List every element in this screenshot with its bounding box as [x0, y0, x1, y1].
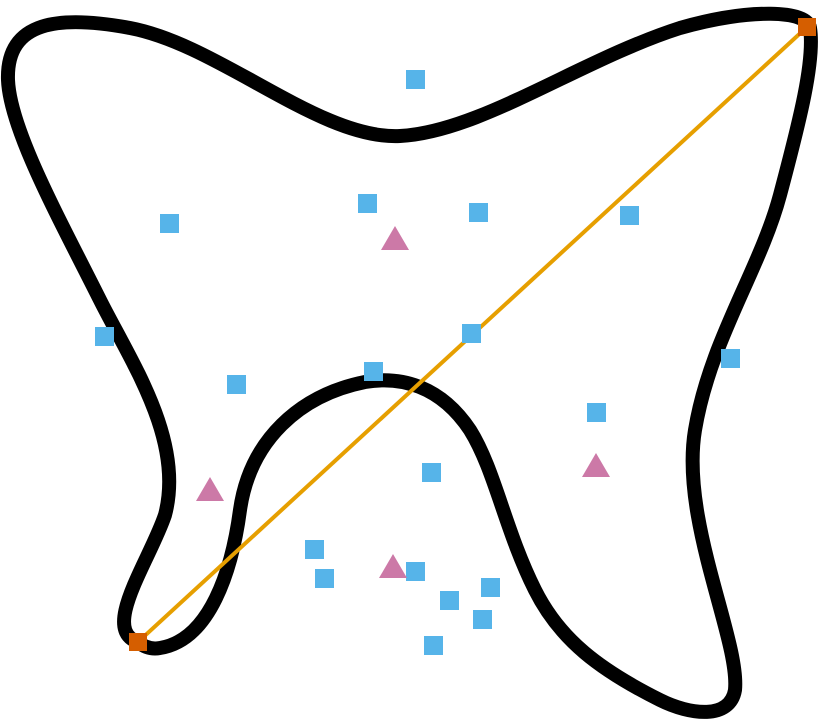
triangle-marker: [379, 554, 407, 578]
triangle-marker: [582, 453, 610, 477]
square-marker: [469, 203, 488, 222]
square-marker: [473, 610, 492, 629]
square-marker: [406, 562, 425, 581]
square-marker: [462, 324, 481, 343]
segment-endpoint-end: [798, 18, 816, 36]
triangle-marker: [196, 477, 224, 501]
square-marker: [620, 206, 639, 225]
square-marker: [364, 362, 383, 381]
square-marker: [424, 636, 443, 655]
segment-endpoint-start: [129, 633, 147, 651]
square-marker: [315, 569, 334, 588]
square-marker: [587, 403, 606, 422]
square-marker: [422, 463, 441, 482]
square-marker: [721, 349, 740, 368]
square-marker: [227, 375, 246, 394]
square-marker: [95, 327, 114, 346]
triangle-marker: [381, 226, 409, 250]
square-marker: [160, 214, 179, 233]
square-marker: [358, 194, 377, 213]
closed-outline: [0, 6, 818, 719]
square-marker: [481, 578, 500, 597]
square-marker: [440, 591, 459, 610]
square-marker: [406, 70, 425, 89]
square-marker: [305, 540, 324, 559]
